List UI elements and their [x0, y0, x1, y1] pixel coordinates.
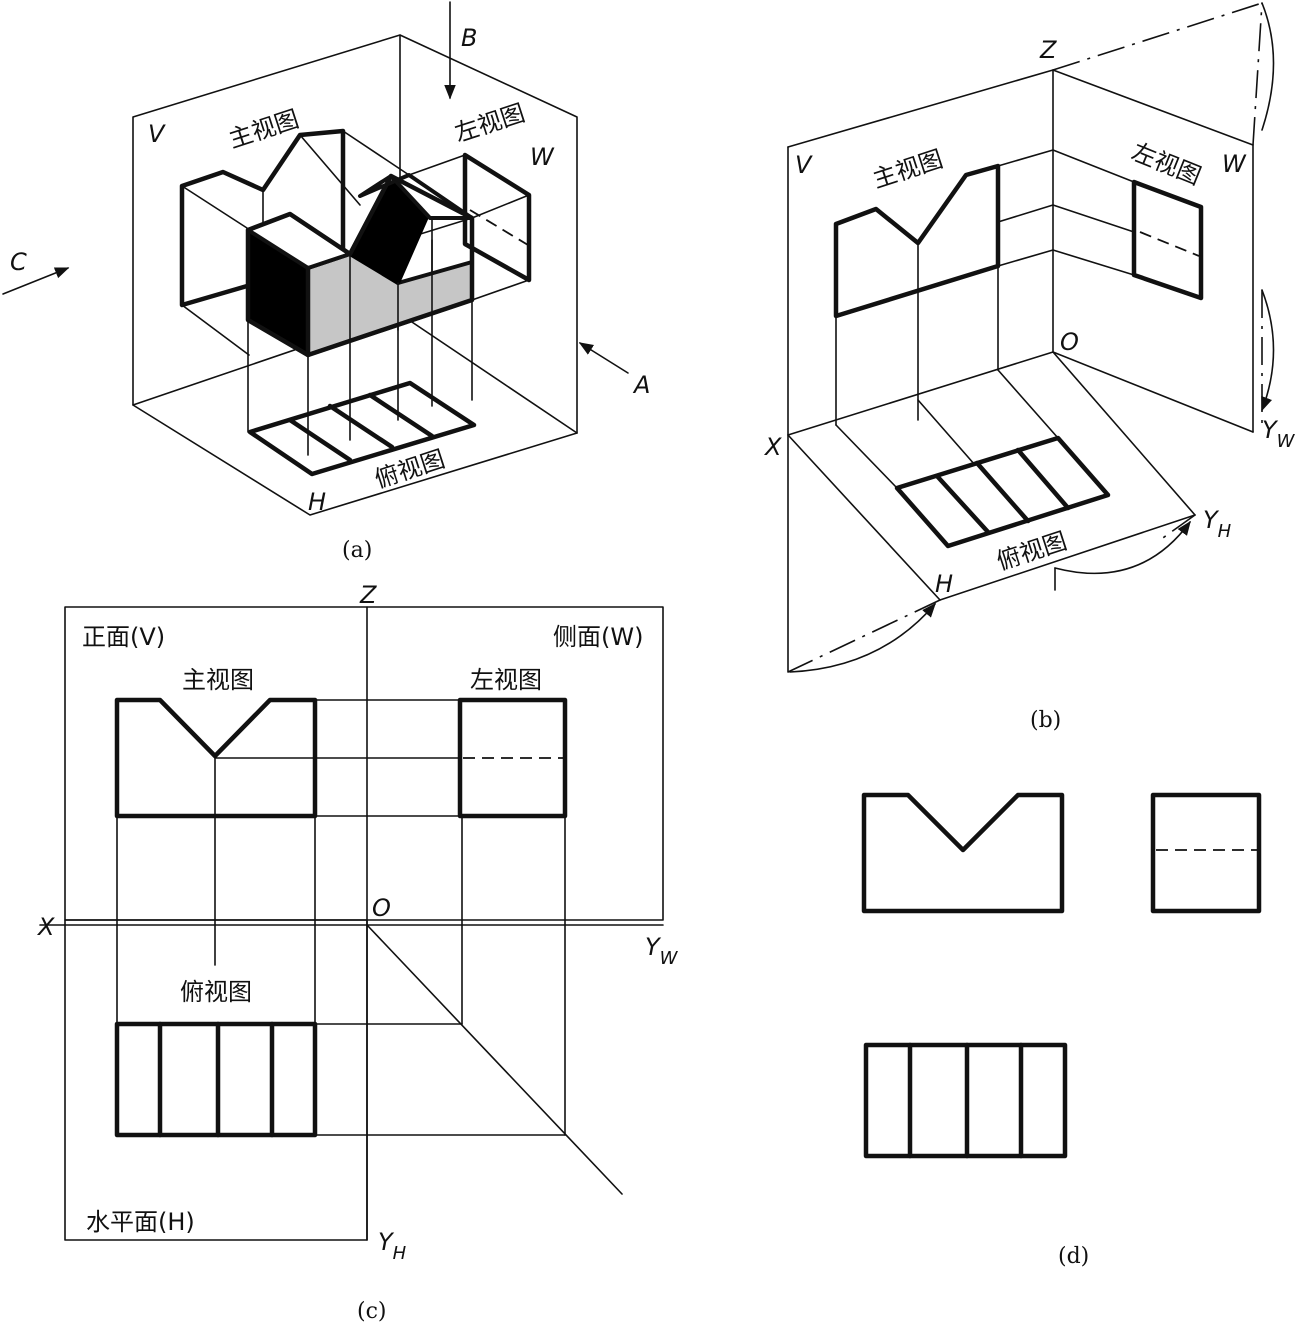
caption-a: (a)	[342, 538, 372, 563]
origin-label: O	[1060, 328, 1079, 356]
left-view-on-w	[1052, 149, 1204, 301]
direction-b-label: B	[461, 24, 477, 52]
plane-w-label: W	[1222, 150, 1247, 178]
left-view	[457, 697, 568, 819]
plane-h-label: H	[935, 570, 953, 598]
panel-a: V W H B C A 主视图 左视图 俯视图 (a)	[2, 1, 650, 563]
plane-side-label: 侧面(W)	[553, 623, 643, 651]
left-view-label: 左视图	[451, 99, 528, 148]
front-view-label: 主视图	[869, 145, 946, 194]
front-view-on-v	[833, 149, 1054, 426]
axis-yh-label: YH	[1203, 506, 1232, 542]
axis-yw-label: YW	[1262, 416, 1296, 452]
plane-v-label: V	[795, 151, 813, 179]
axis-x-label: X	[763, 433, 782, 461]
origin-label: O	[372, 894, 391, 922]
unfolding-planes-frame	[787, 2, 1275, 673]
plane-horizontal-label: 水平面(H)	[86, 1208, 195, 1236]
plane-v-label: V	[148, 120, 166, 148]
axis-x-label: X	[36, 913, 55, 941]
panel-c: 正面(V) 侧面(W) 水平面(H) 主视图 左视图 俯视图 Z X O YW …	[36, 581, 679, 1324]
plane-front-label: 正面(V)	[82, 623, 165, 651]
caption-c: (c)	[357, 1299, 387, 1324]
direction-a-label: A	[632, 371, 650, 399]
projection-construction-lines	[116, 699, 566, 1136]
top-view	[114, 1021, 318, 1138]
axis-z-label: Z	[1039, 36, 1057, 64]
plane-w-label: W	[530, 143, 555, 171]
top-view-label: 俯视图	[180, 978, 252, 1006]
left-view	[1150, 792, 1262, 914]
plane-h-label: H	[308, 488, 326, 516]
axis-z-label: Z	[359, 581, 377, 609]
front-view	[861, 792, 1065, 914]
panel-d: (d)	[861, 792, 1262, 1269]
panel-b: V W H Z X O YW YH 主视图 左视图 俯视图 (b)	[763, 2, 1296, 733]
caption-b: (b)	[1030, 708, 1061, 733]
top-view-on-h	[835, 369, 1111, 549]
front-view	[114, 697, 318, 819]
v-block-solid	[245, 173, 475, 358]
axis-yw-label: YW	[645, 933, 679, 969]
viewing-direction-arrows	[2, 1, 629, 374]
left-view-label: 左视图	[470, 666, 542, 694]
front-view-label: 主视图	[182, 666, 254, 694]
top-view	[863, 1042, 1068, 1159]
axis-yh-label: YH	[378, 1228, 407, 1264]
top-view-projection-on-h	[247, 380, 477, 477]
caption-d: (d)	[1058, 1244, 1089, 1269]
projector-lines	[181, 130, 530, 456]
direction-c-label: C	[10, 248, 27, 276]
